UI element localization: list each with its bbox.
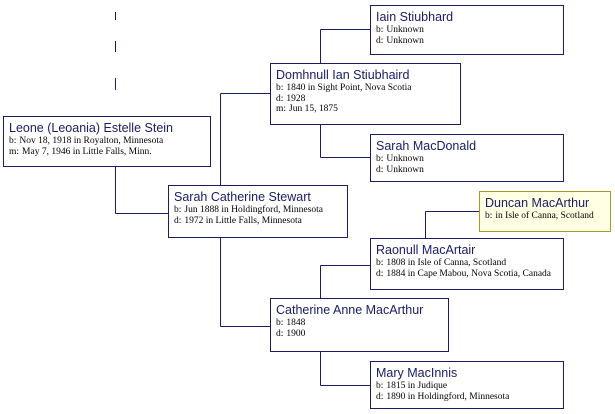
person-name: Mary MacInnis bbox=[376, 366, 458, 380]
person-card-domhnull-stiubhaird[interactable]: Domhnull Ian Stiubhaird b:1840 in Sight … bbox=[270, 63, 461, 125]
person-card-mary-macinnis[interactable]: Mary MacInnis b:1815 in Judique d:1890 i… bbox=[370, 361, 564, 409]
person-card-duncan-macarthur[interactable]: Duncan MacArthur b:in Isle of Canna, Sco… bbox=[479, 191, 611, 232]
birth-fact: b:in Isle of Canna, Scotland bbox=[485, 211, 594, 221]
birth-fact: b:1808 in Isle of Canna, Scotland bbox=[376, 258, 507, 268]
death-fact: d:1928 bbox=[276, 93, 306, 104]
birth-fact: b:Jun 1888 in Holdingford, Minnesota bbox=[174, 205, 323, 215]
birth-fact: b:1848 bbox=[276, 318, 306, 328]
person-name: Raonull MacArtair bbox=[376, 243, 476, 257]
death-fact: d:1884 in Cape Mabou, Nova Scotia, Canad… bbox=[376, 268, 552, 279]
death-fact: d:1972 in Little Falls, Minnesota bbox=[174, 215, 302, 226]
person-name: Leone (Leoania) Estelle Stein bbox=[9, 121, 174, 135]
person-name: Sarah Catherine Stewart bbox=[174, 190, 311, 204]
person-card-raonull-macartair[interactable]: Raonull MacArtair b:1808 in Isle of Cann… bbox=[370, 238, 564, 290]
person-name: Domhnull Ian Stiubhaird bbox=[276, 68, 410, 82]
birth-fact: b:1815 in Judique bbox=[376, 381, 448, 391]
person-name: Sarah MacDonald bbox=[376, 139, 477, 153]
birth-fact: b:Unknown bbox=[376, 154, 424, 164]
person-card-leone-stein[interactable]: Leone (Leoania) Estelle Stein b:Nov 18, … bbox=[3, 116, 211, 167]
person-name: Iain Stiubhard bbox=[376, 10, 454, 24]
person-card-catherine-anne-macarthur[interactable]: Catherine Anne MacArthur b:1848 d:1900 bbox=[270, 298, 449, 352]
marriage-fact: m:Jun 15, 1875 bbox=[276, 104, 338, 114]
person-name: Catherine Anne MacArthur bbox=[276, 303, 424, 317]
marriage-fact: m:May 7, 1946 in Little Falls, Minn. bbox=[9, 146, 152, 157]
birth-fact: b:Nov 18, 1918 in Royalton, Minnesota bbox=[9, 136, 164, 146]
person-card-sarah-macdonald[interactable]: Sarah MacDonald b:Unknown d:Unknown bbox=[370, 134, 564, 182]
birth-fact: b:Unknown bbox=[376, 25, 424, 35]
death-fact: d:1890 in Holdingford, Minnesota bbox=[376, 391, 510, 402]
person-card-iain-stiubhard[interactable]: Iain Stiubhard b:Unknown d:Unknown bbox=[370, 5, 564, 55]
death-fact: d:Unknown bbox=[376, 35, 424, 46]
person-card-sarah-catherine-stewart[interactable]: Sarah Catherine Stewart b:Jun 1888 in Ho… bbox=[168, 185, 348, 238]
death-fact: d:Unknown bbox=[376, 164, 424, 175]
person-name: Duncan MacArthur bbox=[485, 196, 590, 210]
death-fact: d:1900 bbox=[276, 328, 306, 339]
birth-fact: b:1840 in Sight Point, Nova Scotia bbox=[276, 83, 412, 93]
